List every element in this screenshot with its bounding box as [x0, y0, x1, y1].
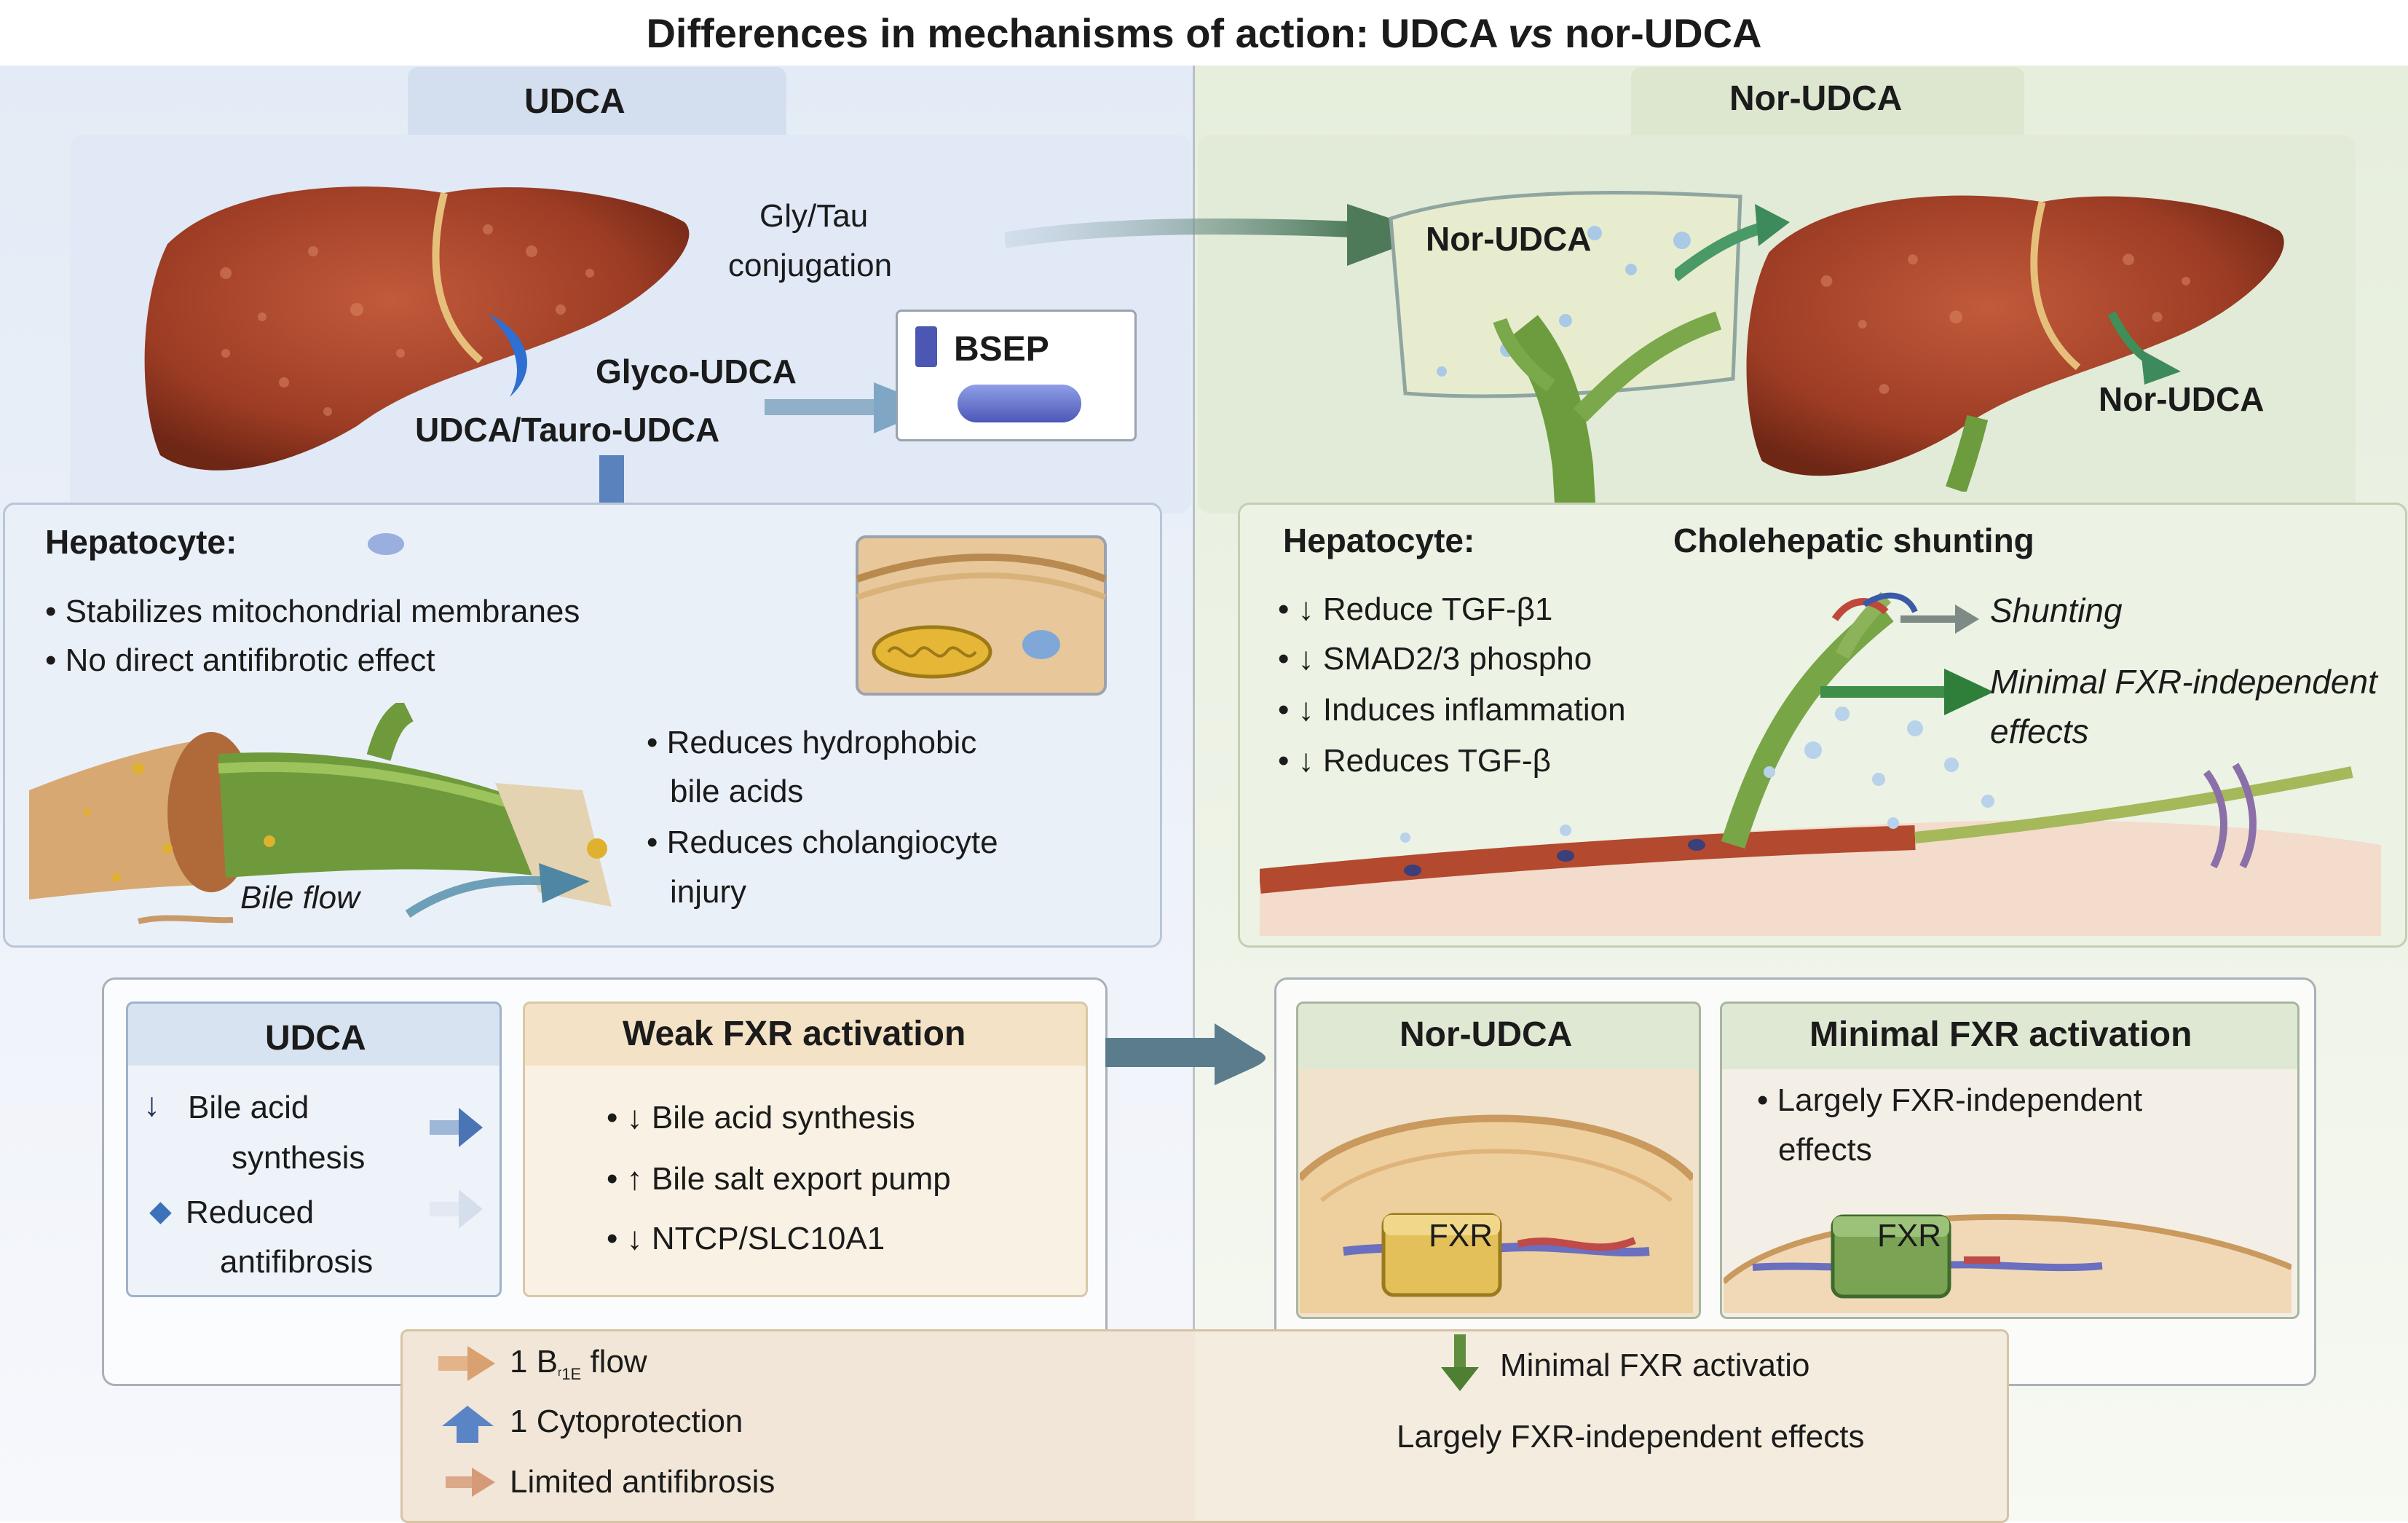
udca-effects-title: UDCA: [265, 1019, 366, 1058]
summary-minimal-fxr: Minimal FXR activatio: [1500, 1347, 1810, 1383]
udca-effect-2: Reduced: [186, 1195, 315, 1230]
bsep-icon: [915, 326, 937, 367]
green-arrow-to-liver: [1675, 204, 1790, 282]
tauro-udca-label: UDCA/Tauro-UDCA: [415, 411, 720, 449]
bile-duct-illustration: [29, 703, 612, 924]
udca-hepatocyte-bullet-4-cont: injury: [670, 874, 747, 910]
nor-udca-hepatocyte-title: Hepatocyte:: [1283, 522, 1475, 559]
figure-title: Differences in mechanisms of action: UDC…: [646, 10, 1762, 56]
udca-hepatocyte-title: Hepatocyte:: [45, 523, 237, 561]
udca-hepatocyte-bullet-3-cont: bile acids: [670, 774, 804, 809]
glyco-udca-label: Glyco-UDCA: [596, 353, 797, 390]
vesicle-icon: [368, 533, 404, 555]
fxr-independent-label-1: Minimal FXR-independent: [1990, 663, 2377, 701]
nor-udca-cell-label: Nor-UDCA: [1426, 220, 1592, 258]
right-arrow-icon-1: [430, 1108, 483, 1147]
weak-fxr-title: Weak FXR activation: [623, 1015, 966, 1053]
udca-hepatocyte-bullet-4: • Reduces cholangiocyte: [647, 825, 998, 860]
minimal-fxr-bullet-1-cont: effects: [1778, 1132, 1872, 1168]
udca-tab: [408, 67, 786, 140]
nor-udca-hepatocyte-bullet-1: • ↓ Reduce TGF-β1: [1278, 591, 1553, 627]
fxr-label-2: FXR: [1877, 1218, 1941, 1254]
summary-limited-antifibrosis: Limited antifibrosis: [510, 1464, 775, 1500]
summary-bile-flow: 1 Bʳ1E flow: [510, 1344, 647, 1383]
weak-fxr-bullet-2: • ↑ Bile salt export pump: [607, 1161, 951, 1197]
bile-flow-summary-arrow: [438, 1346, 495, 1381]
udca-hepatocyte-bullet-3: • Reduces hydrophobic: [647, 725, 977, 760]
udca-effect-2-cont: antifibrosis: [220, 1244, 374, 1280]
fxr-independent-arrow: [1820, 669, 1994, 715]
fxr-receptor-illustration-1: [1300, 1114, 1693, 1313]
udca-effect-1: Bile acid: [188, 1090, 309, 1125]
summary-cytoprotection: 1 Cytoprotection: [510, 1404, 743, 1439]
nor-udca-hepatocyte-bullet-2: • ↓ SMAD2/3 phospho: [1278, 641, 1592, 677]
blue-curve-icon: [488, 313, 527, 397]
weak-fxr-bullet-1: • ↓ Bile acid synthesis: [607, 1100, 915, 1136]
udca-hepatocyte-bullet-2: • No direct antifibrotic effect: [45, 642, 435, 678]
fxr-independent-label-2: effects: [1990, 712, 2089, 750]
udca-hepatocyte-bullet-1: • Stabilizes mitochondrial membranes: [45, 594, 580, 629]
nor-udca-hepatocyte-bullet-3: • ↓ Induces inflammation: [1278, 692, 1626, 728]
weak-fxr-bullet-3: • ↓ NTCP/SLC10A1: [607, 1221, 885, 1256]
diamond-icon: ◆: [149, 1195, 172, 1227]
nor-udca-header: Nor-UDCA: [1729, 79, 1903, 118]
minimal-fxr-bullet-1: • Largely FXR-independent: [1757, 1082, 2143, 1118]
bile-flow-label: Bile flow: [240, 880, 360, 916]
cytoprotection-up-arrow: [442, 1406, 494, 1443]
nor-udca-tab: [1631, 67, 2024, 140]
minimal-fxr-down-arrow: [1441, 1334, 1479, 1391]
center-transition-arrow: [1105, 1023, 1266, 1085]
weak-fxr-box: [523, 1001, 1088, 1297]
udca-effect-1-cont: synthesis: [232, 1140, 366, 1176]
summary-fxr-independent: Largely FXR-independent effects: [1397, 1419, 1865, 1455]
down-arrow-icon: ↓: [143, 1085, 160, 1123]
conjugation-label-2: conjugation: [728, 248, 893, 283]
bsep-label: BSEP: [954, 330, 1049, 369]
liver-illustration-left: [144, 186, 690, 471]
liver-illustration-right: [1746, 195, 2284, 492]
nor-udca-fxr-box-title: Nor-UDCA: [1400, 1015, 1573, 1054]
antifibrosis-summary-arrow: [446, 1468, 495, 1497]
conjugation-label-1: Gly/Tau: [759, 198, 869, 234]
udca-header: UDCA: [524, 82, 625, 121]
nor-udca-hepatocyte-bullet-4: • ↓ Reduces TGF-β: [1278, 743, 1551, 779]
shunting-arrow: [1900, 605, 1979, 634]
bsep-transporter: [958, 385, 1081, 422]
center-divider: [1193, 66, 1195, 1522]
fxr-receptor-illustration-2: [1724, 1213, 2291, 1313]
nor-udca-cell-illustration: [1389, 190, 1742, 590]
fxr-label-1: FXR: [1429, 1218, 1493, 1254]
green-down-arrow: [2107, 311, 2181, 385]
cholehepatic-illustration: [1260, 591, 2381, 936]
minimal-fxr-title: Minimal FXR activation: [1809, 1015, 2192, 1054]
shunting-label: Shunting: [1990, 591, 2123, 629]
mitochondria-illustration: [856, 535, 1107, 696]
udca-effects-box: [126, 1001, 502, 1297]
cholehepatic-shunting-title: Cholehepatic shunting: [1673, 522, 2034, 559]
nor-udca-liver-label: Nor-UDCA: [2099, 380, 2265, 418]
right-arrow-icon-2: [430, 1189, 483, 1229]
